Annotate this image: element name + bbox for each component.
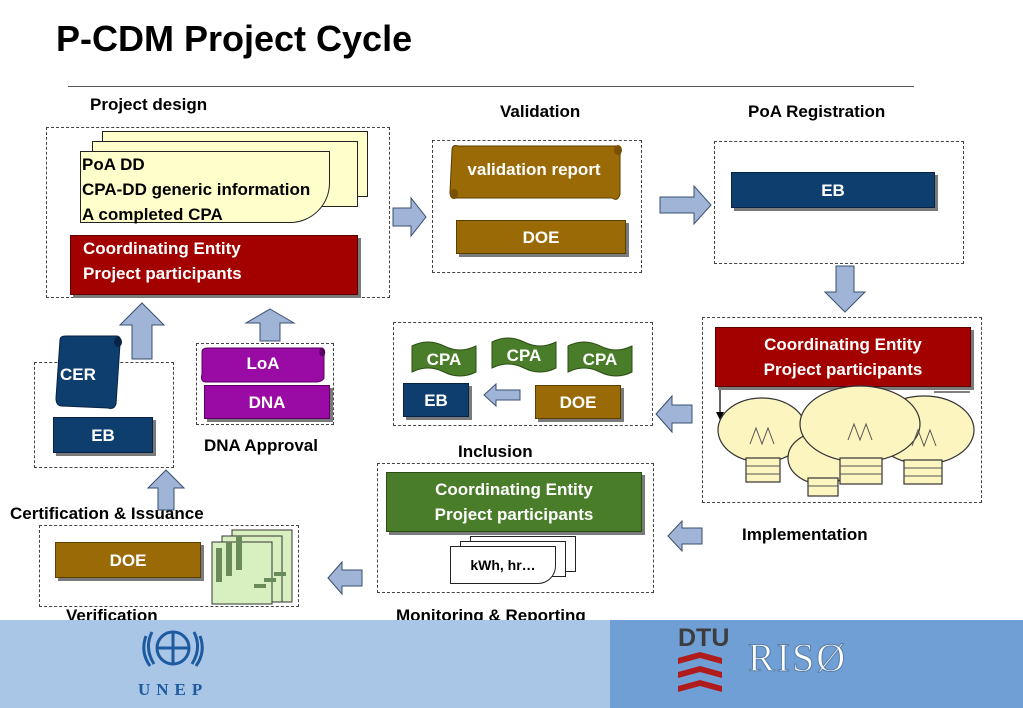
cer-label: CER <box>60 365 96 384</box>
loa-label: LoA <box>246 354 280 373</box>
block-arrow-icon <box>655 394 693 434</box>
stage-label-validation: Validation <box>500 102 581 121</box>
block-arrow-icon <box>667 519 703 553</box>
light-bulb-icon <box>716 385 975 497</box>
ce-line2: Project participants <box>83 264 242 283</box>
block-arrow-icon <box>327 560 363 596</box>
block-arrow-icon <box>118 302 166 360</box>
cpa-flag-icon <box>491 337 557 373</box>
stage-label-implementation: Implementation <box>742 525 868 544</box>
stage-label-inclusion: Inclusion <box>458 442 533 461</box>
doe-box-verification: DOE <box>55 542 201 578</box>
document-stack-front <box>80 151 330 223</box>
cpa-flag-icon <box>411 341 477 377</box>
dna-box: DNA <box>204 385 330 419</box>
cpa-label-2: CPA <box>506 346 542 365</box>
ce-line1: Coordinating Entity <box>83 239 241 258</box>
block-arrow-icon <box>392 196 427 238</box>
unep-emblem-icon <box>142 630 204 667</box>
coordinating-entity-box-design: Coordinating Entity Project participants <box>70 235 358 295</box>
riso-logo-text: RISØ <box>747 635 848 681</box>
cpa-label-3: CPA <box>582 350 618 369</box>
scroll-icon <box>449 145 622 200</box>
page-title: P-CDM Project Cycle <box>56 18 413 59</box>
coordinating-entity-box-monitoring: Coordinating Entity Project participants <box>386 472 642 532</box>
scroll-icon <box>201 347 326 383</box>
ce-line1: Coordinating Entity <box>764 335 922 354</box>
block-arrow-icon <box>483 382 521 408</box>
unep-logo-text: UNEP <box>138 680 209 699</box>
dtu-logo-icon <box>678 652 722 692</box>
doe-box-validation: DOE <box>456 220 626 254</box>
stage-label-dna-approval: DNA Approval <box>204 436 318 455</box>
doe-box-inclusion: DOE <box>535 385 621 419</box>
eb-box-registration: EB <box>731 172 935 208</box>
stage-label-poa-registration: PoA Registration <box>748 102 886 121</box>
footer-left-band <box>0 620 610 708</box>
block-arrow-icon <box>659 184 712 226</box>
ce-line2: Project participants <box>434 505 594 524</box>
coordinating-entity-box-implementation: Coordinating Entity Project participants <box>715 327 971 387</box>
kwh-report-sheet: kWh, hr… <box>450 546 556 584</box>
cpa-label-1: CPA <box>426 350 462 369</box>
doc-line-poa-dd: PoA DD <box>82 155 145 174</box>
dtu-logo-text: DTU <box>678 624 730 652</box>
block-arrow-icon <box>146 469 186 511</box>
stage-label-project-design: Project design <box>90 95 208 114</box>
scroll-icon <box>55 335 122 409</box>
block-arrow-icon <box>244 308 296 342</box>
doc-line-completed-cpa: A completed CPA <box>82 205 223 224</box>
document-stack-icon <box>211 529 293 605</box>
footer-right-band <box>610 620 1023 708</box>
eb-box-certification: EB <box>53 417 153 453</box>
doc-line-cpa-dd: CPA-DD generic information <box>82 180 311 199</box>
ce-line2: Project participants <box>763 360 923 379</box>
validation-report-label: validation report <box>467 160 601 179</box>
eb-box-inclusion: EB <box>403 383 469 417</box>
cpa-flag-icon <box>567 341 633 377</box>
stage-label-certification: Certification & Issuance <box>10 504 204 523</box>
block-arrow-icon <box>823 265 867 313</box>
ce-line1: Coordinating Entity <box>435 480 593 499</box>
title-divider <box>68 86 914 87</box>
